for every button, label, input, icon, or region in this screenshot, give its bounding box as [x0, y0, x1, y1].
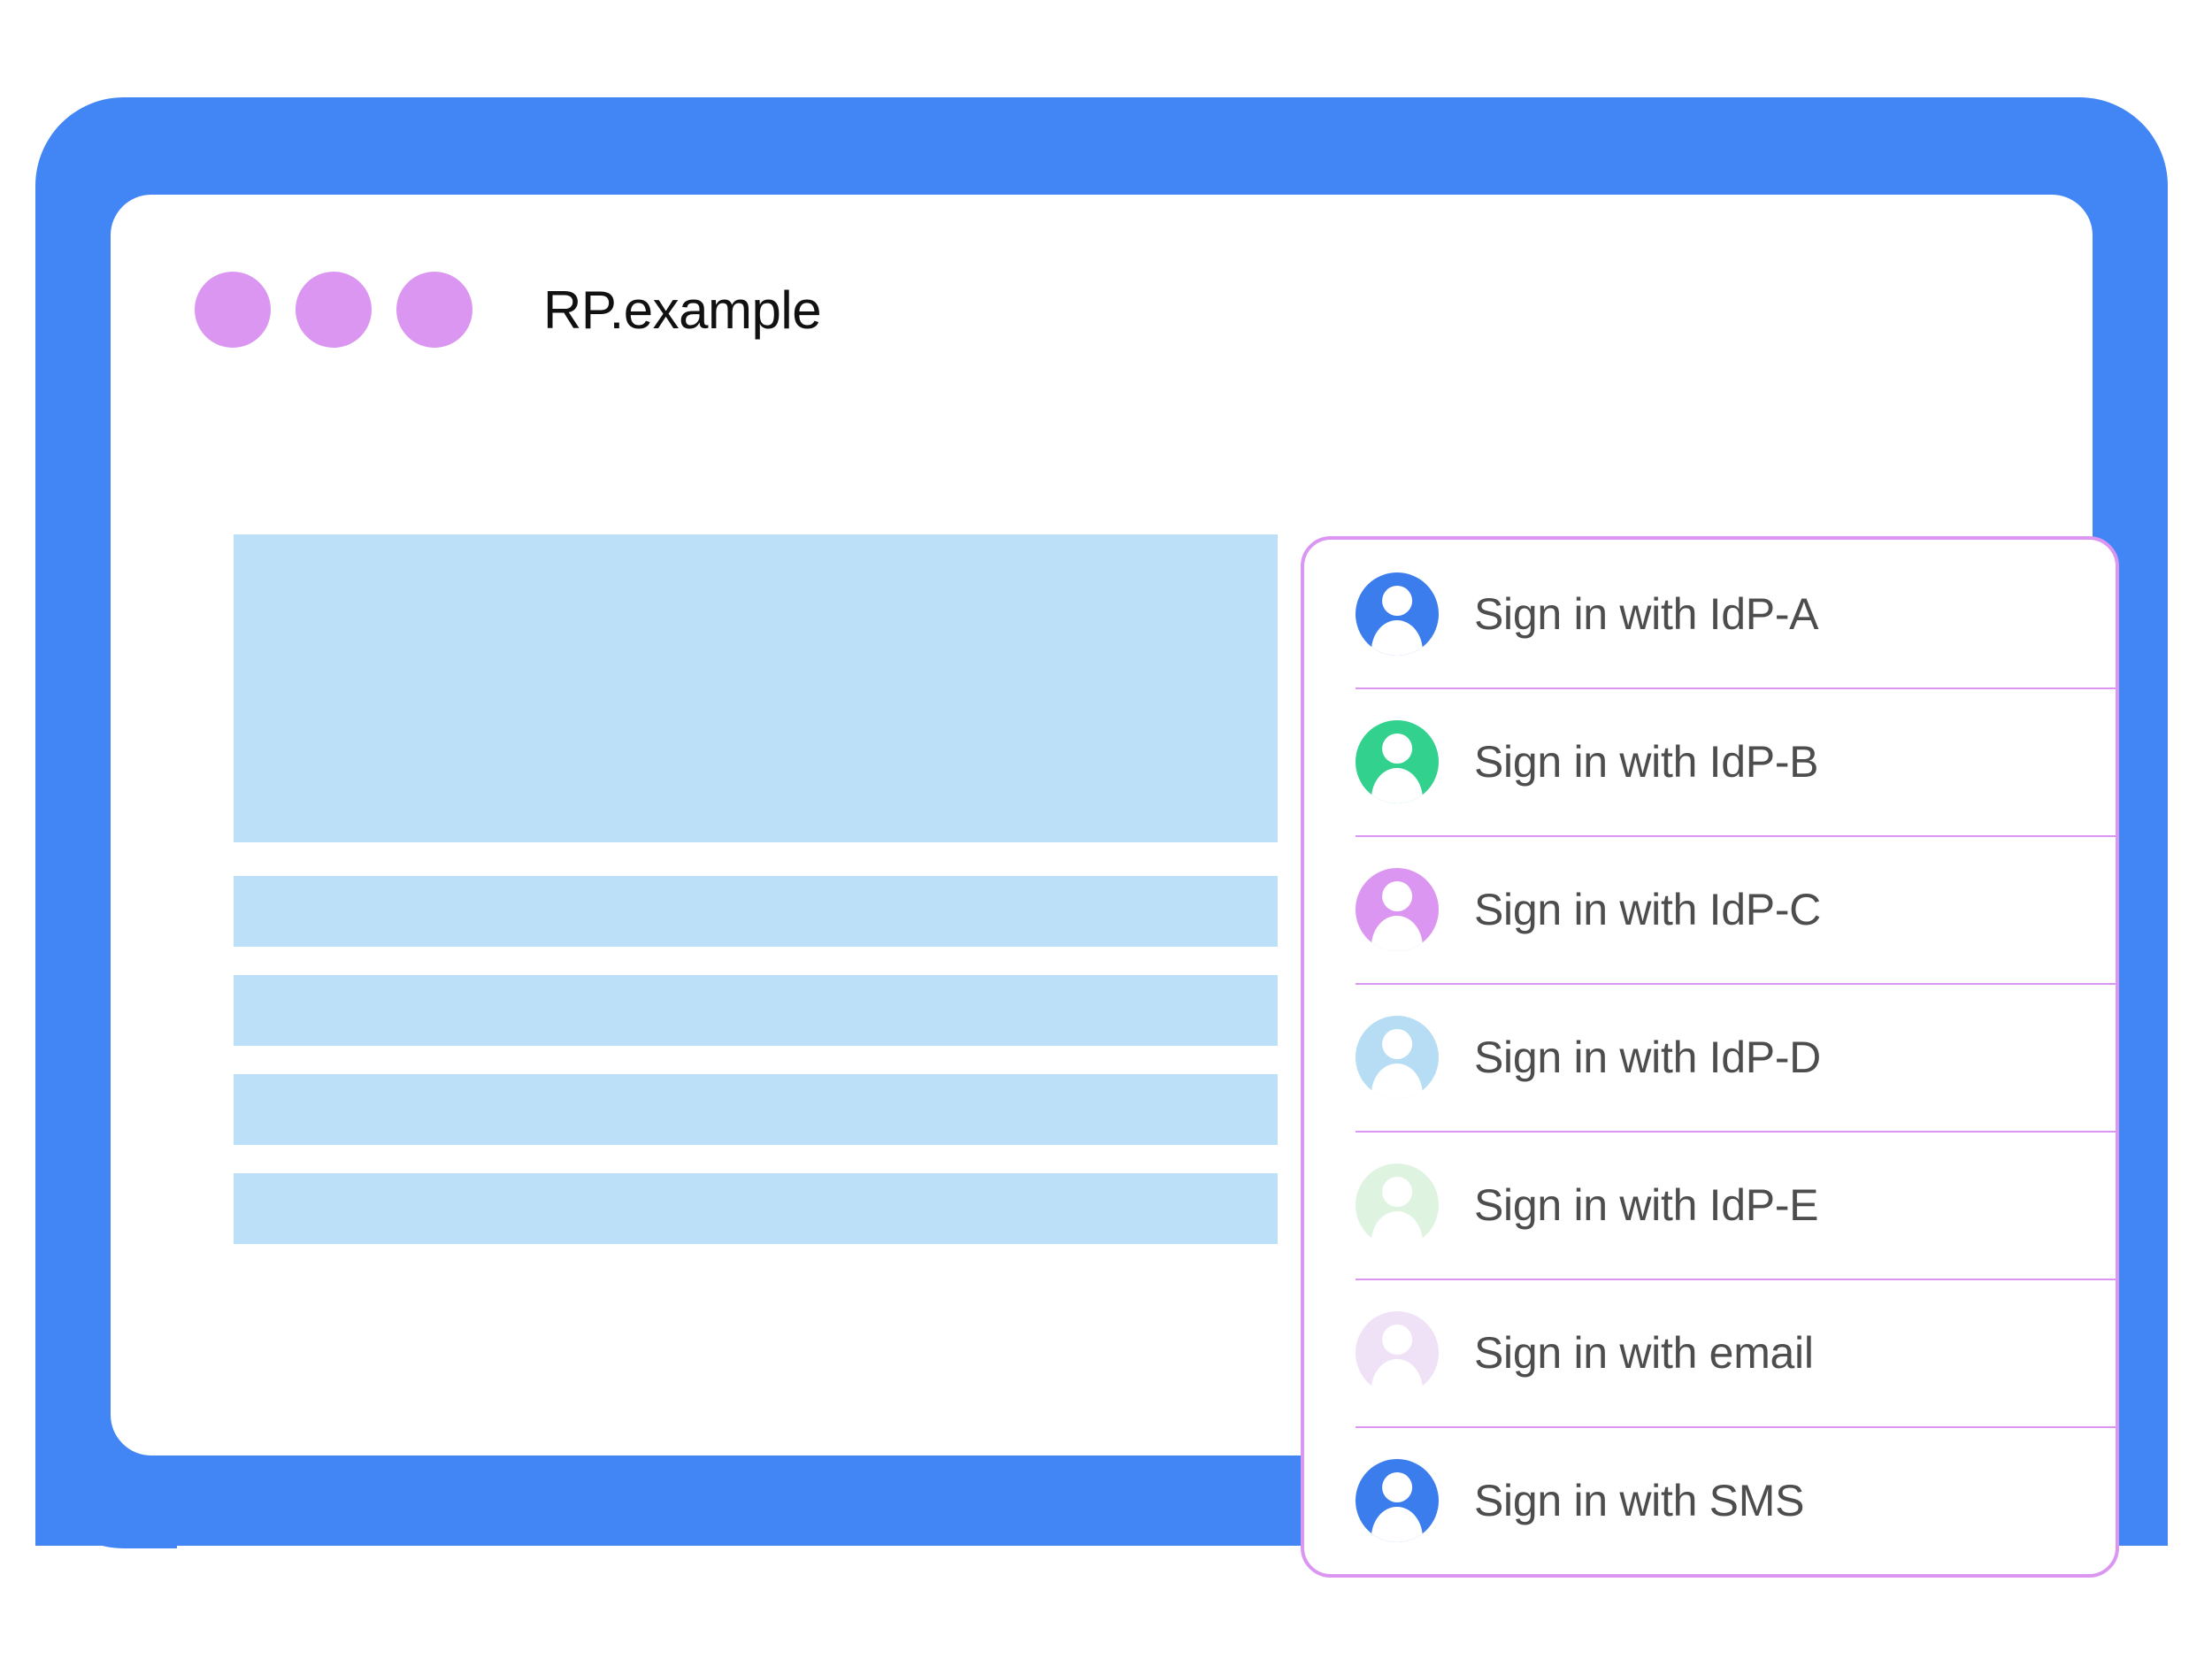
avatar-head [1382, 881, 1412, 912]
avatar-icon [1356, 572, 1439, 656]
text-placeholder-4 [234, 1173, 1278, 1244]
avatar-head [1382, 1029, 1412, 1060]
signin-item-label: Sign in with SMS [1474, 1475, 1805, 1525]
avatar-body [1371, 1507, 1424, 1542]
window-dot-2[interactable] [296, 272, 372, 348]
signin-item-label: Sign in with IdP-D [1474, 1032, 1821, 1082]
avatar-head [1382, 733, 1412, 764]
avatar-body [1371, 1359, 1424, 1394]
avatar-body [1371, 1064, 1424, 1099]
signin-panel: Sign in with IdP-A Sign in with IdP-B Sign… [1301, 536, 2119, 1578]
signin-item-label: Sign in with IdP-B [1474, 736, 1819, 787]
text-placeholder-2 [234, 975, 1278, 1046]
window-dot-1[interactable] [195, 272, 271, 348]
avatar-body [1371, 1211, 1424, 1247]
avatar-icon [1356, 867, 1439, 951]
text-placeholder-3 [234, 1074, 1278, 1145]
avatar-body [1371, 768, 1424, 803]
signin-item-4[interactable]: Sign in with IdP-D [1304, 983, 2116, 1131]
avatar-body [1371, 916, 1424, 951]
avatar-icon [1356, 1310, 1439, 1394]
signin-item-2[interactable]: Sign in with IdP-B [1304, 687, 2116, 835]
signin-item-1[interactable]: Sign in with IdP-A [1304, 540, 2116, 687]
signin-item-3[interactable]: Sign in with IdP-C [1304, 835, 2116, 983]
avatar-head [1382, 1325, 1412, 1356]
avatar-icon [1356, 719, 1439, 803]
signin-item-label: Sign in with IdP-E [1474, 1179, 1819, 1230]
signin-item-label: Sign in with email [1474, 1327, 1814, 1378]
content-placeholder-area [234, 534, 1278, 1244]
avatar-icon [1356, 1015, 1439, 1099]
signin-item-label: Sign in with IdP-A [1474, 588, 1819, 639]
avatar-head [1382, 1472, 1412, 1503]
avatar-body [1371, 620, 1424, 656]
signin-item-7[interactable]: Sign in with SMS [1304, 1426, 2116, 1574]
avatar-head [1382, 586, 1412, 617]
window-dot-3[interactable] [396, 272, 472, 348]
avatar-icon [1356, 1458, 1439, 1542]
avatar-icon [1356, 1163, 1439, 1247]
hero-placeholder [234, 534, 1278, 842]
signin-item-5[interactable]: Sign in with IdP-E [1304, 1131, 2116, 1279]
signin-item-6[interactable]: Sign in with email [1304, 1279, 2116, 1426]
titlebar: RP.example [195, 261, 822, 358]
avatar-head [1382, 1177, 1412, 1208]
text-placeholder-1 [234, 876, 1278, 947]
page-title: RP.example [543, 280, 822, 340]
signin-item-label: Sign in with IdP-C [1474, 884, 1821, 934]
